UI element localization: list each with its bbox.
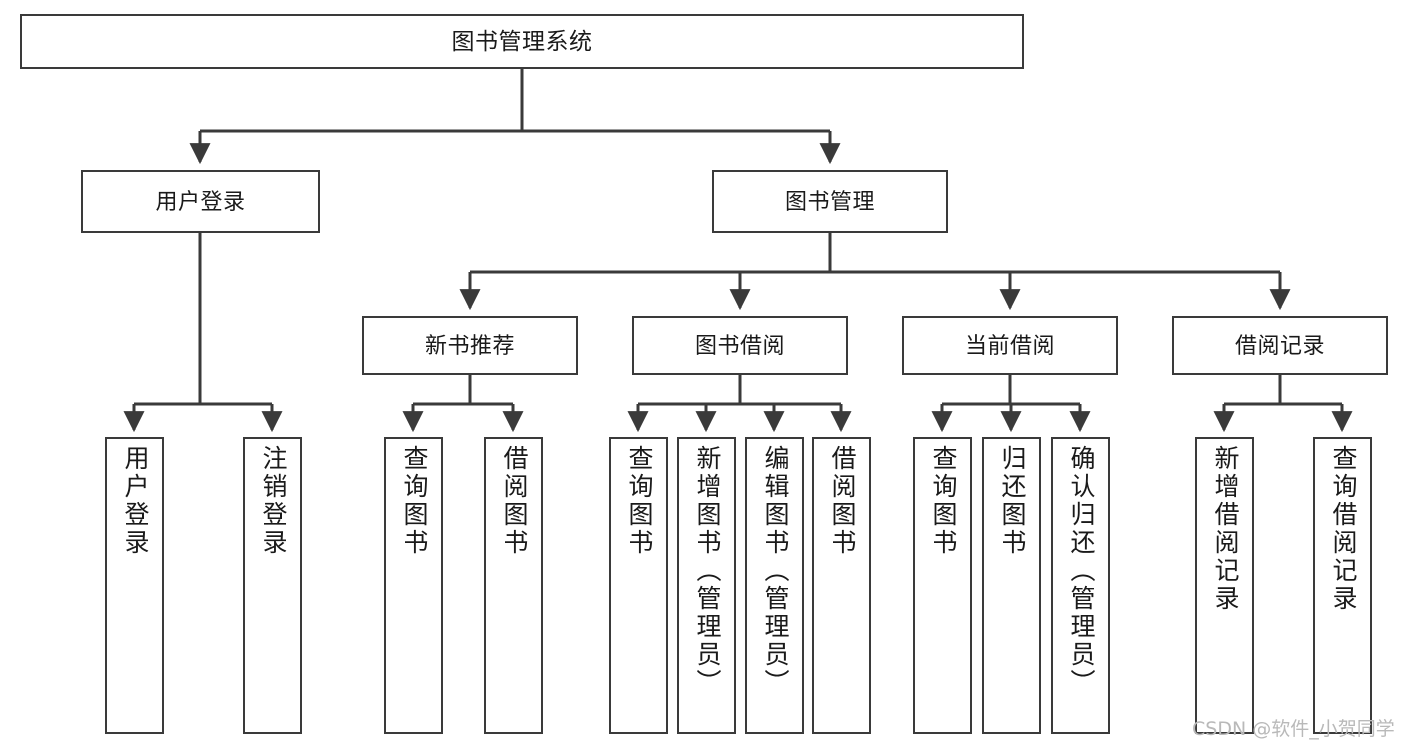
node-label: 确认归还（管理员） xyxy=(1067,445,1095,697)
node-leaf-add-record[interactable]: 新增借阅记录 xyxy=(1195,437,1254,734)
node-label: 新增借阅记录 xyxy=(1211,445,1239,613)
node-leaf-query-book-2[interactable]: 查询图书 xyxy=(609,437,668,734)
node-new-book-recommend[interactable]: 新书推荐 xyxy=(362,316,578,375)
node-leaf-edit-book[interactable]: 编辑图书（管理员） xyxy=(745,437,804,734)
node-label: 用户登录 xyxy=(155,188,246,214)
node-label: 借阅图书 xyxy=(500,445,528,557)
node-leaf-user-login[interactable]: 用户登录 xyxy=(105,437,164,734)
node-label: 查询图书 xyxy=(929,445,957,557)
node-label: 归还图书 xyxy=(998,445,1026,557)
node-book-manage[interactable]: 图书管理 xyxy=(712,170,948,233)
node-leaf-borrow-book-1[interactable]: 借阅图书 xyxy=(484,437,543,734)
node-label: 用户登录 xyxy=(121,445,149,557)
node-label: 当前借阅 xyxy=(964,332,1055,358)
node-leaf-return-book[interactable]: 归还图书 xyxy=(982,437,1041,734)
node-leaf-query-book-1[interactable]: 查询图书 xyxy=(384,437,443,734)
node-label: 借阅记录 xyxy=(1234,332,1325,358)
node-book-borrow[interactable]: 图书借阅 xyxy=(632,316,848,375)
node-label: 图书管理系统 xyxy=(451,27,593,54)
node-label: 新增图书（管理员） xyxy=(693,445,721,697)
node-label: 图书借阅 xyxy=(694,332,785,358)
node-user-login[interactable]: 用户登录 xyxy=(81,170,320,233)
node-label: 编辑图书（管理员） xyxy=(761,445,789,697)
node-leaf-confirm-return[interactable]: 确认归还（管理员） xyxy=(1051,437,1110,734)
node-label: 注销登录 xyxy=(259,445,287,557)
node-label: 查询借阅记录 xyxy=(1329,445,1357,613)
node-borrow-record[interactable]: 借阅记录 xyxy=(1172,316,1388,375)
node-leaf-logout-login[interactable]: 注销登录 xyxy=(243,437,302,734)
node-label: 查询图书 xyxy=(625,445,653,557)
node-label: 查询图书 xyxy=(400,445,428,557)
node-label: 借阅图书 xyxy=(828,445,856,557)
node-leaf-borrow-book-2[interactable]: 借阅图书 xyxy=(812,437,871,734)
node-label: 图书管理 xyxy=(784,188,875,214)
node-leaf-add-book[interactable]: 新增图书（管理员） xyxy=(677,437,736,734)
node-root-system[interactable]: 图书管理系统 xyxy=(20,14,1024,69)
csdn-watermark: CSDN @软件_小贺同学 xyxy=(1192,718,1395,740)
node-leaf-query-record[interactable]: 查询借阅记录 xyxy=(1313,437,1372,734)
node-label: 新书推荐 xyxy=(424,332,515,358)
node-current-borrow[interactable]: 当前借阅 xyxy=(902,316,1118,375)
node-leaf-query-book-3[interactable]: 查询图书 xyxy=(913,437,972,734)
